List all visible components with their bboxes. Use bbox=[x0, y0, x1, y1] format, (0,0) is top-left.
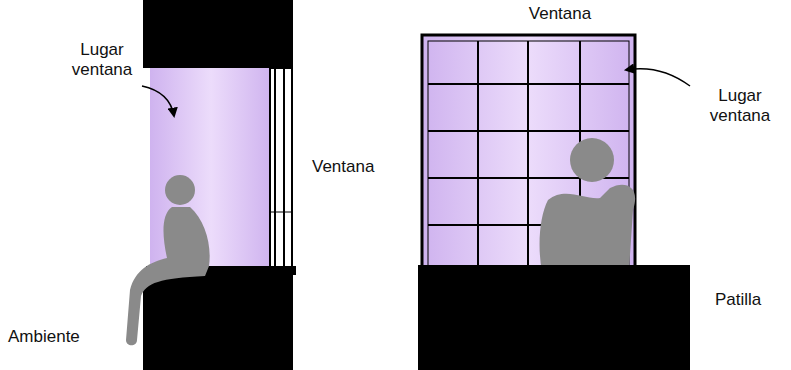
front-view bbox=[418, 35, 690, 370]
area-label: Ambiente bbox=[8, 327, 108, 347]
person-body bbox=[126, 207, 210, 345]
window-frame bbox=[270, 68, 292, 270]
window-pane bbox=[274, 68, 276, 270]
part-label: Ventana bbox=[312, 157, 392, 177]
wall-bottom bbox=[143, 275, 293, 370]
part-label: Patilla bbox=[715, 290, 787, 310]
window-pane bbox=[270, 212, 292, 213]
part-label: Ventana bbox=[500, 4, 620, 24]
leader-arrow bbox=[142, 86, 174, 116]
side-view bbox=[126, 0, 296, 370]
person-body bbox=[540, 185, 636, 272]
ledge bbox=[418, 265, 690, 370]
leader-arrow bbox=[626, 69, 690, 86]
window-pane bbox=[283, 68, 285, 270]
person-head bbox=[165, 175, 195, 205]
wall-top bbox=[143, 0, 293, 68]
person-head bbox=[570, 138, 614, 182]
callout-label: Lugar ventana bbox=[60, 40, 144, 81]
callout-label: Lugar ventana bbox=[694, 86, 786, 127]
